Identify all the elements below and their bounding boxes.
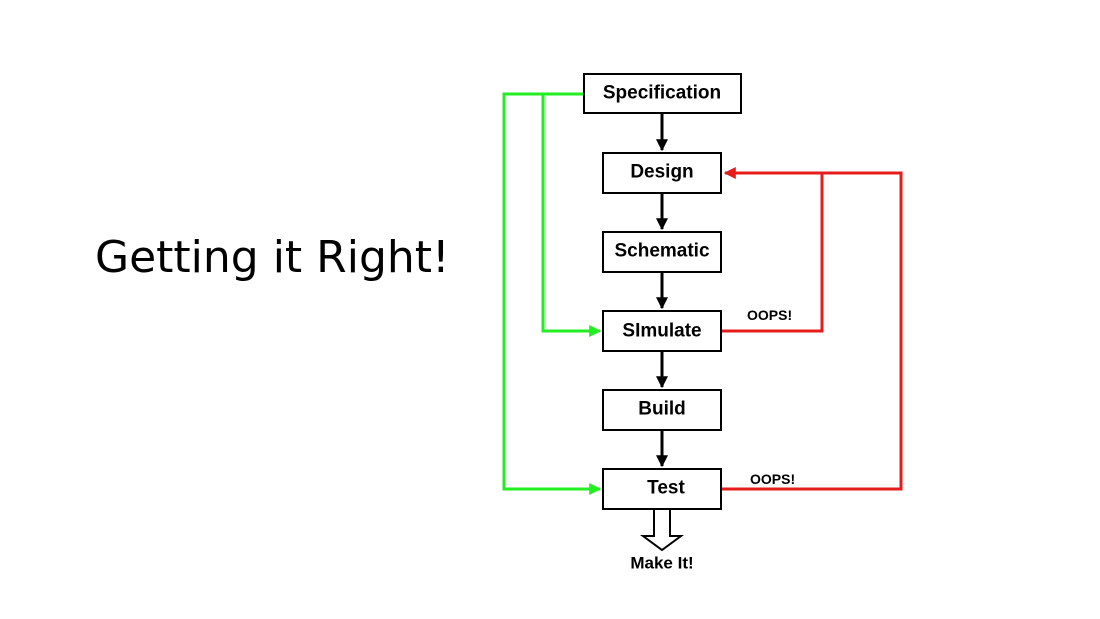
skip-arrow-to-simulate (541, 94, 602, 337)
step-test: Test (602, 468, 722, 510)
step-label: Schematic (614, 241, 709, 262)
oops-arrow-test-to-design (722, 171, 903, 491)
step-label: Test (647, 478, 685, 499)
step-design: Design (602, 152, 722, 194)
step-label: Design (630, 162, 693, 183)
step-simulate: SImulate (602, 310, 722, 352)
step-label: SImulate (622, 321, 701, 342)
step-label: Specification (603, 83, 721, 104)
oops-label-test: OOPS! (750, 471, 795, 487)
hollow-down-arrow-icon (639, 510, 685, 552)
output-label: Make It! (630, 554, 693, 573)
oops-label-simulate: OOPS! (747, 307, 792, 323)
oops-arrow-simulate-to-design (722, 167, 824, 333)
step-label: Build (638, 399, 686, 420)
step-schematic: Schematic (602, 231, 722, 273)
slide-title: Getting it Right! (95, 232, 450, 283)
step-build: Build (602, 389, 722, 431)
step-specification: Specification (583, 73, 742, 114)
skip-arrow-to-test (502, 92, 602, 495)
